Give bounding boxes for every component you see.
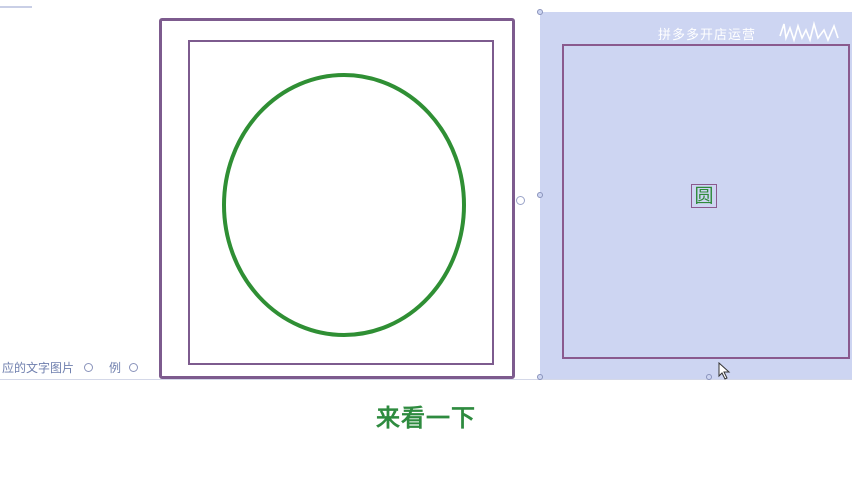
- panel-side-handle-icon[interactable]: [537, 192, 543, 198]
- outer-frame[interactable]: [159, 18, 515, 379]
- inner-frame[interactable]: [188, 40, 494, 365]
- stage-divider: [0, 379, 852, 380]
- top-edge-line: [0, 6, 32, 8]
- canvas-caption-row: 应的文字图片 例: [0, 358, 154, 376]
- watermark-text: 拼多多开店运营: [658, 28, 757, 43]
- panel-bottom-handle-icon[interactable]: [537, 374, 543, 380]
- shape-label-box[interactable]: 圆: [562, 44, 850, 359]
- caption-example-handle-icon[interactable]: [129, 362, 139, 372]
- panel-bottom-mid-handle-icon[interactable]: [706, 374, 712, 380]
- scribble-signature-icon: [779, 20, 839, 43]
- shape-label: 圆: [691, 183, 717, 208]
- right-panel: 拼多多开店运营 圆: [537, 9, 852, 380]
- caption-handle-icon[interactable]: [84, 362, 94, 372]
- panel-corner-handle-icon[interactable]: [537, 9, 543, 15]
- resize-handle-icon[interactable]: [516, 196, 525, 205]
- caption-text: 应的文字图片: [2, 360, 75, 375]
- subtitle: 来看一下: [376, 404, 476, 432]
- caption-example: 例: [109, 360, 122, 375]
- circle-shape: [222, 73, 466, 337]
- mouse-cursor-icon: [718, 362, 731, 380]
